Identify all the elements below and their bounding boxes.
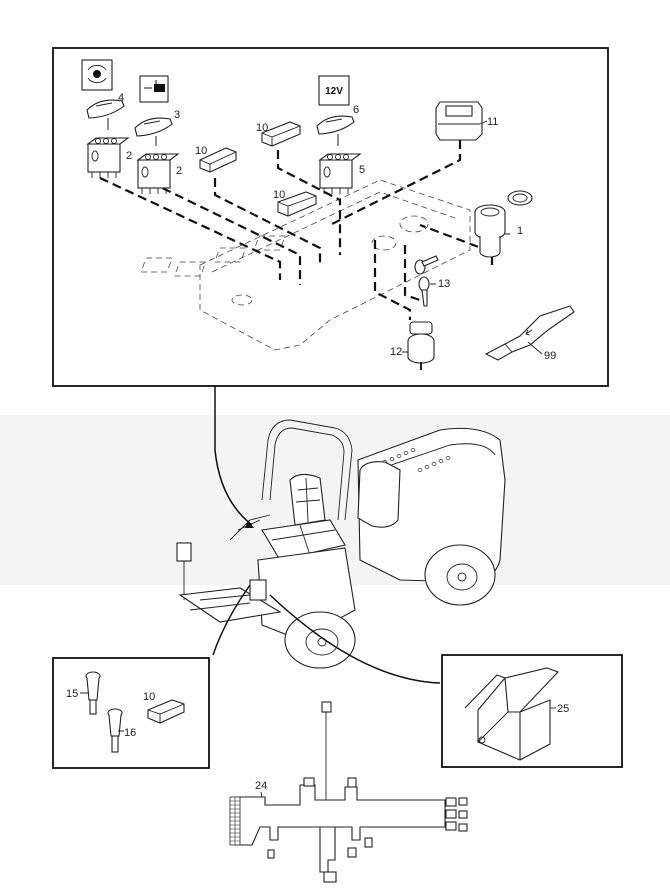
callout-1: 1 xyxy=(517,225,523,237)
callout-4: 4 xyxy=(118,92,124,104)
callout-5: 5 xyxy=(359,164,365,176)
callout-25: 25 xyxy=(557,703,569,715)
rocker-switch-2a xyxy=(86,137,130,178)
blanking-plug-10c xyxy=(277,191,317,217)
callout-2: 2 xyxy=(126,150,132,162)
power-socket-1 xyxy=(474,190,533,258)
callout-11: 11 xyxy=(487,116,498,128)
blanking-plug-10d xyxy=(147,699,185,724)
display-unit-11 xyxy=(435,101,483,141)
cover-bracket-25 xyxy=(464,667,559,761)
blanking-plug-10b xyxy=(261,121,301,147)
leader-left-panel xyxy=(212,584,251,656)
dash-panel-plate xyxy=(140,179,471,351)
beacon-symbol xyxy=(81,59,113,91)
callout-10a: 10 xyxy=(195,145,207,157)
callout-15: 15 xyxy=(66,688,78,700)
callout-10b: 10 xyxy=(256,122,268,134)
callout-12: 12 xyxy=(390,346,402,358)
callout-2b: 2 xyxy=(176,165,182,177)
callout-24: 24 xyxy=(255,780,267,792)
removal-tool-99 xyxy=(484,305,575,361)
blanking-plug-10a xyxy=(199,147,237,173)
callout-99: 99 xyxy=(544,350,556,362)
callout-10d: 10 xyxy=(143,691,155,703)
indicator-lamp-15 xyxy=(85,671,101,715)
rocker-cap-3 xyxy=(134,117,173,146)
rocker-cap-6 xyxy=(316,115,355,146)
callout-6: 6 xyxy=(353,104,359,116)
callout-3: 3 xyxy=(174,109,180,121)
wiring-harness-24 xyxy=(229,701,468,883)
leader-right-panel xyxy=(269,594,441,684)
12v-icon: 12V xyxy=(325,86,343,97)
rocker-switch-5 xyxy=(318,153,362,194)
rocker-cap-4 xyxy=(86,99,125,130)
mower-machine xyxy=(176,419,506,669)
rocker-switch-2b xyxy=(136,153,180,194)
ignition-keys-13 xyxy=(414,255,439,307)
leader-top-panel xyxy=(214,386,253,526)
cutter-height-icon xyxy=(144,80,165,92)
ignition-switch-12 xyxy=(407,321,435,370)
callout-13: 13 xyxy=(438,278,450,290)
callout-16: 16 xyxy=(124,727,136,739)
12v-symbol: 12V xyxy=(318,75,350,106)
left-detail-panel xyxy=(52,657,210,769)
callout-10c: 10 xyxy=(273,189,285,201)
rotating-beacon-icon xyxy=(87,65,107,83)
wire-leads xyxy=(99,140,494,320)
leader-arrow xyxy=(245,520,254,528)
cutter-height-symbol xyxy=(139,75,169,103)
